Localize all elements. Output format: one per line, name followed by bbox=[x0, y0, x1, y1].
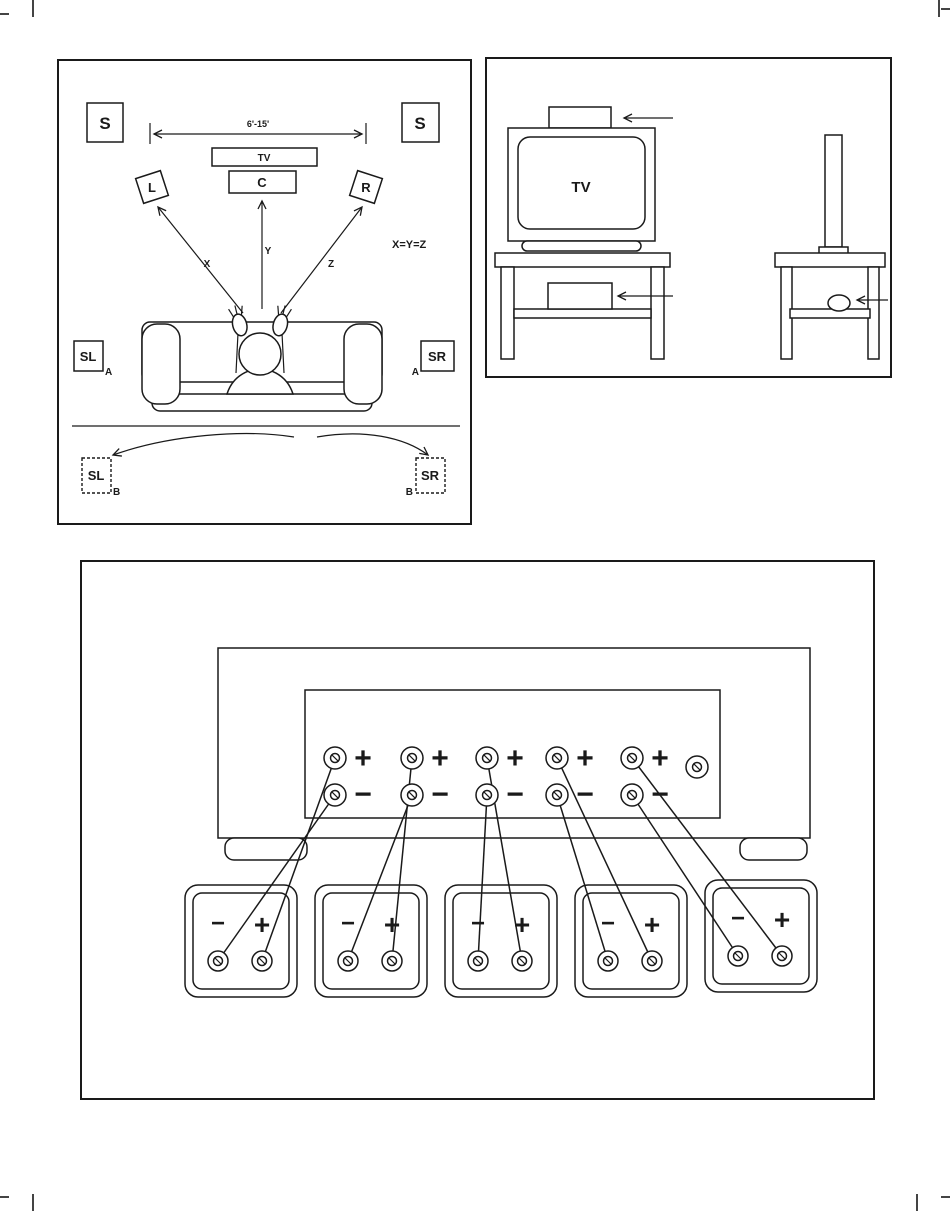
equation-label: X=Y=Z bbox=[392, 239, 427, 251]
tv-top-view: TV bbox=[211, 147, 318, 167]
tv-base bbox=[521, 240, 642, 252]
surround-speaker-top-right: S bbox=[401, 102, 440, 143]
minus-label: − bbox=[731, 905, 745, 932]
crop-mark bbox=[0, 1196, 9, 1198]
minus-label: − bbox=[601, 910, 615, 937]
center-speaker: C bbox=[228, 170, 297, 194]
front-left-speaker: L bbox=[134, 169, 170, 205]
tv-label: TV bbox=[571, 179, 590, 196]
surround-top-right-label: S bbox=[414, 114, 425, 133]
crop-mark bbox=[938, 0, 940, 17]
wiring-drawing: − + − + − + − + bbox=[184, 647, 818, 998]
distance-dimension: 6'-15' bbox=[149, 119, 367, 144]
surround-speaker-top-left: S bbox=[86, 102, 124, 143]
tv-setup-drawing: TV bbox=[494, 106, 888, 360]
distance-label: 6'-15' bbox=[247, 119, 269, 129]
front-left-label: L bbox=[148, 180, 156, 195]
speaker-wires bbox=[217, 757, 783, 962]
surround-left-label: SL bbox=[80, 349, 97, 364]
tower-speaker-side bbox=[824, 134, 843, 248]
front-right-speaker: R bbox=[348, 169, 384, 205]
position-a-right: A bbox=[412, 367, 419, 378]
tv-front-view: TV bbox=[494, 106, 673, 360]
plus-label: + bbox=[644, 909, 660, 940]
plus-label: + bbox=[576, 742, 594, 775]
x-label: X bbox=[204, 259, 211, 270]
z-label: Z bbox=[328, 259, 334, 270]
crop-mark bbox=[32, 0, 34, 17]
plus-label: + bbox=[254, 909, 270, 940]
plus-label: + bbox=[651, 742, 669, 775]
tv-stand-front bbox=[494, 252, 671, 360]
speaker-plate-3: − + bbox=[444, 884, 558, 998]
surround-right-label: SR bbox=[428, 349, 447, 364]
minus-label: − bbox=[651, 778, 669, 811]
surround-left-b: SL B bbox=[81, 457, 120, 498]
speaker-placement-diagram: S S 6'-15' TV C bbox=[57, 59, 472, 525]
minus-label: − bbox=[341, 910, 355, 937]
placement-drawing: S S 6'-15' TV C bbox=[72, 102, 460, 498]
front-right-label: R bbox=[361, 180, 371, 195]
surround-right-a: SR A bbox=[412, 340, 455, 378]
position-b-left: B bbox=[113, 487, 120, 498]
minus-label: − bbox=[431, 778, 449, 811]
plus-label: + bbox=[506, 742, 524, 775]
plus-label: + bbox=[431, 742, 449, 775]
receiver-foot-left bbox=[224, 837, 308, 861]
speaker-plate-5: − + bbox=[704, 879, 818, 993]
curved-arrow-right bbox=[316, 433, 430, 456]
listener bbox=[225, 305, 295, 395]
plus-label: + bbox=[384, 909, 400, 940]
curved-arrow-left bbox=[111, 432, 295, 457]
crop-mark bbox=[941, 8, 950, 10]
tv-stand-side bbox=[774, 252, 886, 360]
left-hand bbox=[228, 305, 248, 337]
position-b-right: B bbox=[406, 487, 413, 498]
surround-left-a: SL A bbox=[73, 340, 112, 378]
av-component bbox=[547, 282, 613, 310]
speaker-wiring-diagram: − + − + − + − + bbox=[80, 560, 875, 1100]
surround-right-b: SR B bbox=[406, 457, 446, 498]
center-label: C bbox=[257, 175, 267, 190]
right-hand bbox=[272, 305, 292, 337]
tv-setup-diagram: TV bbox=[485, 57, 892, 378]
crop-mark bbox=[916, 1194, 918, 1211]
distance-arrows: X Y Z bbox=[157, 199, 363, 314]
receiver-foot-right bbox=[739, 837, 808, 861]
speaker-plate-4: − + bbox=[574, 884, 688, 998]
minus-label: − bbox=[211, 910, 225, 937]
receiver-rear-panel bbox=[217, 647, 811, 861]
speaker-plate-1: − + bbox=[184, 884, 298, 998]
tv-screen bbox=[517, 136, 646, 230]
y-label: Y bbox=[265, 246, 272, 257]
small-component-side bbox=[827, 294, 851, 312]
surround-right-b-label: SR bbox=[421, 468, 440, 483]
crop-mark bbox=[0, 13, 9, 15]
surround-top-left-label: S bbox=[99, 114, 110, 133]
minus-label: − bbox=[471, 910, 485, 937]
minus-label: − bbox=[576, 778, 594, 811]
position-a-left: A bbox=[105, 367, 112, 378]
tv-side-view bbox=[774, 134, 888, 360]
minus-label: − bbox=[354, 778, 372, 811]
receiver-polarity-labels: + + + + + − − − − − bbox=[354, 742, 669, 811]
crop-mark bbox=[941, 1196, 950, 1198]
minus-label: − bbox=[506, 778, 524, 811]
listener-head bbox=[238, 332, 282, 376]
surround-left-b-label: SL bbox=[88, 468, 105, 483]
center-speaker-on-tv bbox=[548, 106, 612, 129]
plus-label: + bbox=[514, 909, 530, 940]
tv-label: TV bbox=[258, 153, 271, 164]
crop-mark bbox=[32, 1194, 34, 1211]
plus-label: + bbox=[774, 904, 790, 935]
plus-label: + bbox=[354, 742, 372, 775]
